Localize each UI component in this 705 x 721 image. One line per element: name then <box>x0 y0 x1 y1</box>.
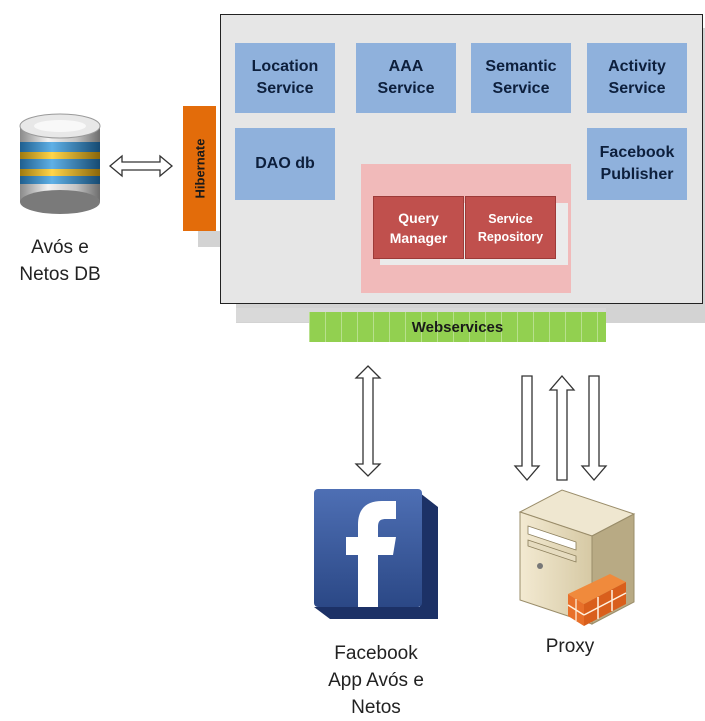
semantic-service: Semantic Service <box>471 43 571 113</box>
location-service: Location Service <box>235 43 335 113</box>
facebook-bidirectional-arrow <box>354 365 382 477</box>
hibernate-layer: Hibernate <box>183 106 216 231</box>
facebook-publisher: Facebook Publisher <box>587 128 687 200</box>
activity-service: Activity Service <box>587 43 687 113</box>
service-repository: Service Repository <box>465 196 556 259</box>
proxy-label: Proxy <box>545 636 595 657</box>
hibernate-label: Hibernate <box>192 138 207 199</box>
dao-db: DAO db <box>235 128 335 200</box>
server-firewall-icon <box>518 489 636 626</box>
webservices-bar: Webservices <box>309 312 606 342</box>
hibernate-shadow <box>198 231 220 247</box>
facebook-app-label: Facebook App Avós e Netos <box>328 643 424 718</box>
proxy-down-arrow-left <box>513 375 541 481</box>
query-manager: Query Manager <box>373 196 464 259</box>
proxy-down-arrow-right <box>580 375 608 481</box>
proxy-up-arrow <box>548 375 576 481</box>
database-icon <box>19 113 101 214</box>
bidirectional-arrow <box>108 154 174 178</box>
aaa-service: AAA Service <box>356 43 456 113</box>
facebook-icon <box>314 489 438 619</box>
database-label: Avós e Netos DB <box>19 237 101 285</box>
